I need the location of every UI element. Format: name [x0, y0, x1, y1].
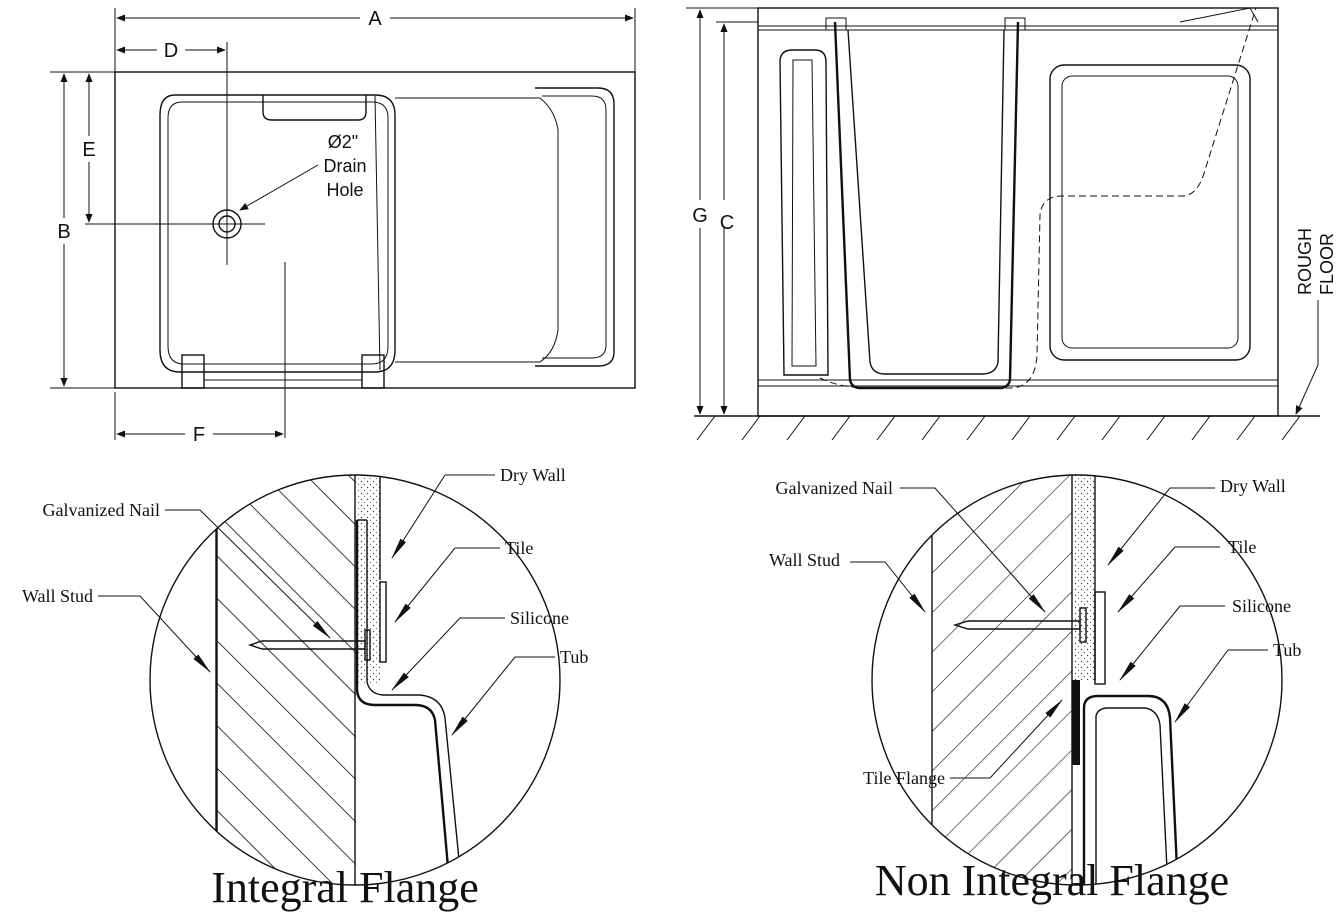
dim-label-d: D	[164, 40, 178, 62]
label-wall-stud: Wall Stud	[769, 550, 840, 570]
wall-stud-section	[932, 475, 1072, 885]
tile-flange-section	[1072, 680, 1080, 765]
dim-label-b: B	[57, 221, 70, 243]
tub-basin	[159, 94, 396, 373]
label-wall-stud: Wall Stud	[22, 586, 93, 606]
label-tub: Tub	[560, 647, 588, 667]
internal-seat-line	[819, 7, 1257, 389]
non-integral-flange-detail: Galvanized Nail Dry Wall Tile Wall Stud …	[769, 474, 1301, 905]
non-integral-flange-title: Non Integral Flange	[875, 856, 1229, 905]
tub-wall-section	[1082, 694, 1180, 885]
drywall-section	[1073, 475, 1095, 680]
side-view: G C ROUGH FLOOR	[686, 7, 1337, 441]
door-hinge-right	[361, 354, 385, 389]
label-tile: Tile	[505, 538, 533, 558]
label-galvanized-nail: Galvanized Nail	[43, 500, 160, 520]
drain-label-line2: Hole	[326, 180, 363, 200]
label-silicone: Silicone	[1232, 596, 1291, 616]
dim-label-c: C	[720, 212, 734, 234]
label-galvanized-nail: Galvanized Nail	[776, 478, 893, 498]
grab-rail	[535, 87, 615, 367]
left-panel	[779, 49, 829, 376]
label-tub: Tub	[1273, 640, 1301, 660]
tile-section	[1094, 591, 1106, 685]
right-panel	[1049, 64, 1251, 361]
headrest	[262, 95, 367, 121]
integral-flange-detail: Dry Wall Galvanized Nail Tile Wall Stud …	[22, 465, 588, 912]
tub-wall-section	[355, 520, 452, 885]
tile-section	[379, 581, 387, 663]
drain-size-label: Ø2"	[328, 132, 358, 152]
dim-label-g: G	[692, 205, 708, 227]
rough-floor-label-line2: FLOOR	[1317, 233, 1337, 295]
label-tile: Tile	[1228, 537, 1256, 557]
dim-label-a: A	[368, 8, 382, 30]
seat-area	[395, 97, 559, 363]
door-hinge-left	[181, 354, 205, 389]
integral-flange-title: Integral Flange	[211, 863, 479, 912]
drywall-section	[356, 475, 380, 685]
rough-floor-label-line1: ROUGH	[1295, 228, 1315, 295]
top-view: A D B E F Ø2" Drain Hole	[50, 8, 636, 446]
dim-label-f: F	[193, 424, 205, 446]
door-opening	[833, 21, 1020, 390]
drain-label-line1: Drain	[323, 156, 366, 176]
dim-label-e: E	[82, 139, 95, 161]
label-tile-flange: Tile Flange	[863, 768, 945, 788]
label-dry-wall: Dry Wall	[1220, 476, 1286, 496]
floor-hatching	[696, 415, 1301, 441]
label-dry-wall: Dry Wall	[500, 465, 566, 485]
label-silicone: Silicone	[510, 608, 569, 628]
